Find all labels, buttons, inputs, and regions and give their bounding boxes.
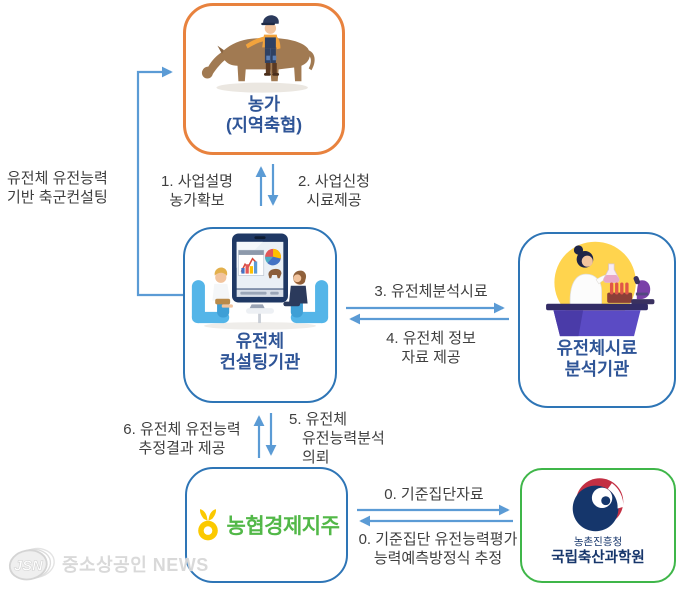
edge-label-1: 1. 사업설명 농가확보 — [139, 172, 255, 210]
edge-label-5: 5. 유전체 유전능력분석 의뢰 — [289, 410, 409, 467]
edge-label-6: 6. 유전체 유전능력 추정결과 제공 — [112, 420, 252, 458]
edge-label-4-line2: 자료 제공 — [401, 349, 461, 367]
scientist-lab-illustration — [546, 241, 655, 337]
farm-title: 농가 (지역축협) — [226, 94, 302, 136]
edge-label-3: 3. 유전체분석시료 — [352, 282, 510, 301]
watermark: JSN 중소상공인 NEWS — [6, 543, 209, 585]
side-label-genomic-consulting: 유전체 유전능력 기반 축군컨설팅 — [7, 169, 129, 207]
node-farm: 농가 (지역축협) — [183, 3, 345, 155]
farm-title-line1: 농가 — [247, 94, 281, 114]
consulting-title-line1: 유전체 — [235, 331, 285, 351]
edge-label-0-bottom-line1: 0. 기준집단 유전능력평가 — [358, 531, 518, 548]
node-nh-economic-holding: 농협경제지주 — [185, 467, 348, 583]
edge-label-6-line1: 6. 유전체 유전능력 — [123, 421, 241, 438]
edge-label-0-top: 0. 기준집단자료 — [360, 485, 508, 504]
side-label-line2: 기반 축군컨설팅 — [7, 189, 108, 207]
gov-agency-text: 농촌진흥청 — [573, 536, 623, 548]
edge-label-5-line1: 5. 유전체 — [289, 411, 348, 428]
edge-label-5-line2: 유전능력분석 — [302, 430, 385, 448]
node-gov-institute: 농촌진흥청 국립축산과학원 — [520, 468, 676, 583]
edge-label-5-line3: 의뢰 — [302, 449, 330, 467]
korea-government-emblem-icon — [572, 478, 624, 532]
edge-label-1-line1: 1. 사업설명 — [161, 173, 233, 190]
edge-label-4-line1: 4. 유전체 정보 — [386, 330, 476, 347]
gov-institute-text: 국립축산과학원 — [551, 549, 645, 566]
edge-label-2-line2: 시료제공 — [306, 192, 362, 210]
edge-label-6-line2: 추정결과 제공 — [138, 440, 226, 458]
node-analysis: 유전체시료 분석기관 — [518, 232, 676, 408]
analysis-title-line1: 유전체시료 — [556, 338, 638, 358]
side-label-line1: 유전체 유전능력 — [7, 170, 108, 187]
watermark-text: 중소상공인 NEWS — [62, 555, 209, 575]
edge-label-4: 4. 유전체 정보 자료 제공 — [357, 329, 505, 367]
nh-flower-icon — [197, 509, 218, 541]
edge-label-0-bottom-line2: 능력예측방정식 추정 — [373, 550, 503, 568]
consulting-title: 유전체 컨설팅기관 — [220, 331, 301, 373]
consulting-title-line2: 컨설팅기관 — [219, 352, 301, 372]
farmer-with-cow-illustration — [201, 15, 315, 93]
jsn-logo-icon: JSN — [8, 547, 55, 581]
edge-label-0-top-line1: 0. 기준집단자료 — [384, 486, 484, 503]
consulting-meeting-illustration — [191, 233, 329, 330]
edge-label-2-line1: 2. 사업신청 — [298, 173, 370, 190]
edge-label-3-line1: 3. 유전체분석시료 — [374, 283, 488, 300]
edge-label-2: 2. 사업신청 시료제공 — [283, 172, 385, 210]
analysis-title: 유전체시료 분석기관 — [557, 338, 638, 380]
svg-text:JSN: JSN — [14, 559, 43, 575]
nh-logo-text: 농협경제지주 — [226, 515, 340, 538]
analysis-title-line2: 분석기관 — [564, 359, 630, 379]
farm-title-line2: (지역축협) — [225, 115, 303, 135]
edge-label-1-line2: 농가확보 — [169, 192, 225, 210]
node-consulting: 유전체 컨설팅기관 — [183, 227, 337, 403]
edge-label-0-bottom: 0. 기준집단 유전능력평가 능력예측방정식 추정 — [344, 530, 532, 568]
